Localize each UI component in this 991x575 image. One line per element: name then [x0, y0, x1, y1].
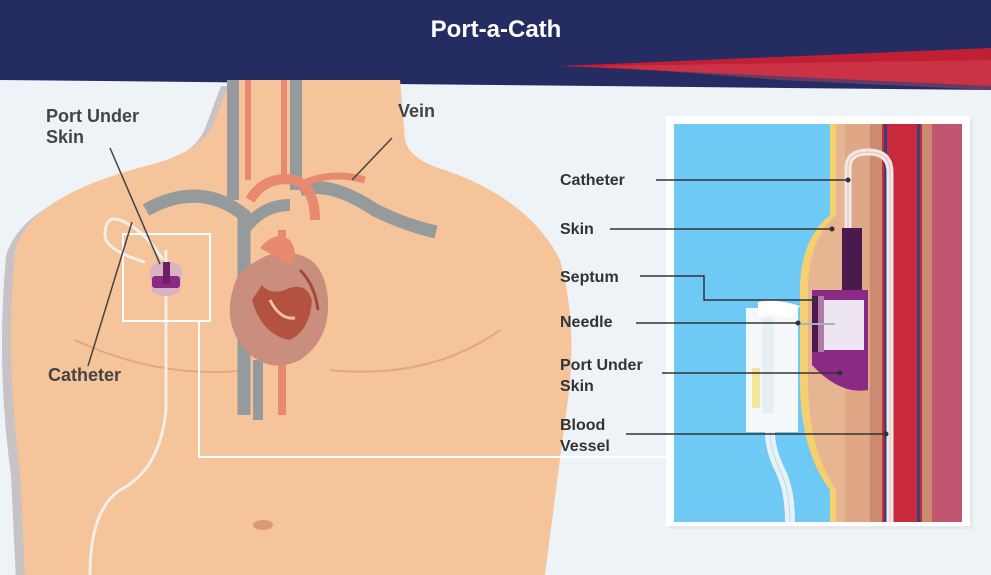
- label-vein: Vein: [398, 101, 435, 121]
- body-port: [150, 262, 182, 296]
- label-catheter: Catheter: [48, 365, 121, 385]
- detail-label-skin: Skin: [560, 221, 594, 238]
- detail-label-port-under-skin-line2: Skin: [560, 378, 594, 395]
- detail-label-catheter: Catheter: [560, 172, 625, 189]
- detail-panel: [666, 116, 973, 529]
- label-port-under-skin-line1: Port Under: [46, 106, 139, 126]
- detail-label-blood-vessel-line2: Vessel: [560, 438, 610, 455]
- detail-label-septum: Septum: [560, 269, 619, 286]
- detail-label-needle: Needle: [560, 314, 613, 331]
- label-port-under-skin-line2: Skin: [46, 127, 84, 147]
- body-leader-lines: [87, 137, 393, 367]
- detail-label-port-under-skin-line1: Port Under: [560, 357, 643, 374]
- detail-label-blood-vessel-line1: Blood: [560, 417, 605, 434]
- header-accent-stripe: [560, 48, 991, 86]
- navel: [253, 520, 273, 530]
- detail-leader-lines: [610, 177, 889, 437]
- vein-system: [142, 80, 438, 420]
- header-banner: Port-a-Cath: [0, 0, 991, 90]
- detail-needle: [746, 300, 835, 523]
- page-title: Port-a-Cath: [431, 16, 562, 43]
- zoom-callout: [122, 233, 668, 458]
- heart-illustration: [229, 236, 329, 366]
